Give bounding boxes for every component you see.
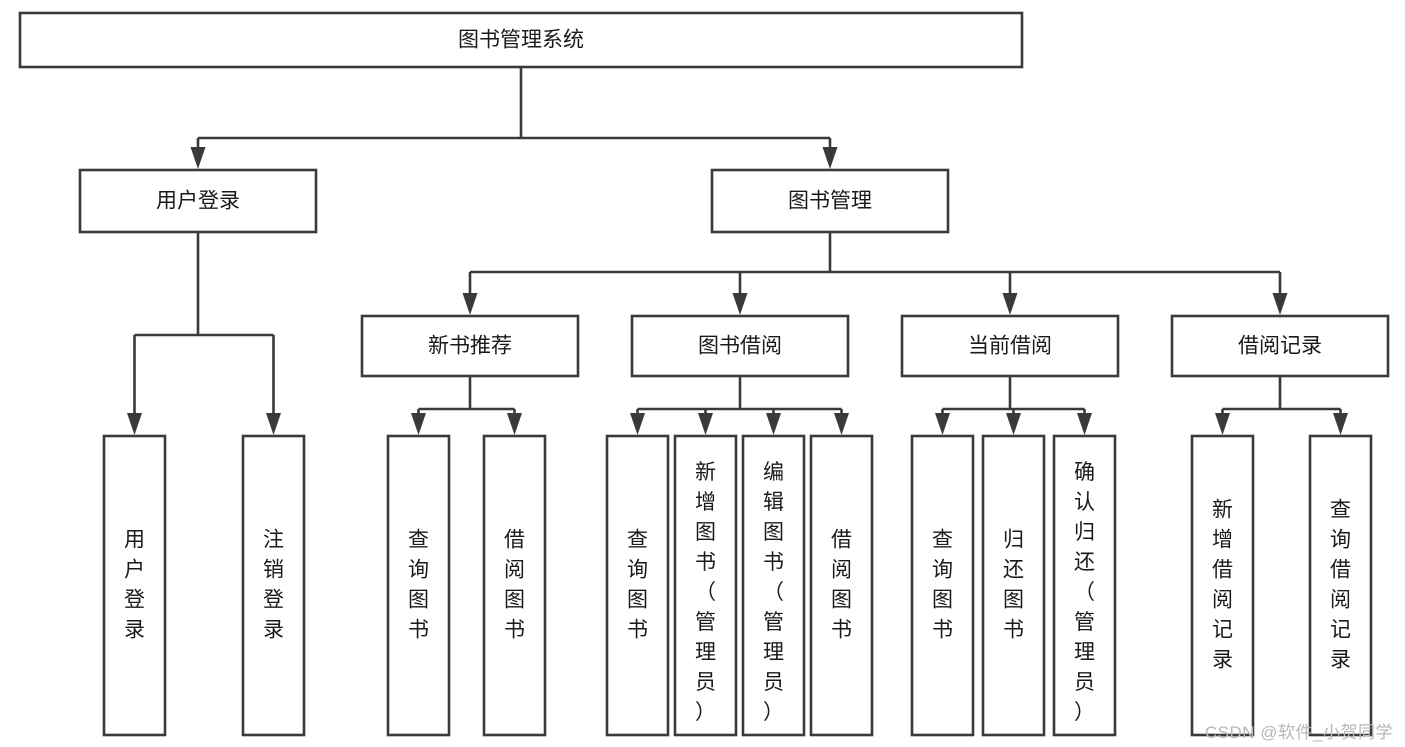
node-layer: 图书管理系统用户登录图书管理新书推荐图书借阅当前借阅借阅记录用户登录注销登录查询… bbox=[18, 11, 1390, 737]
arrow-head-icon bbox=[935, 413, 950, 435]
node-current-borrow[interactable]: 当前借阅 bbox=[900, 314, 1120, 378]
node-label: 借阅图书 bbox=[504, 528, 525, 641]
node-box bbox=[360, 314, 580, 378]
node-box bbox=[1170, 314, 1390, 378]
node-leaf-logout[interactable]: 注销登录 bbox=[241, 434, 306, 737]
node-leaf-return-book[interactable]: 归还图书 bbox=[981, 434, 1046, 737]
node-label: 新增图书（管理员） bbox=[695, 461, 716, 724]
node-box bbox=[981, 434, 1046, 737]
node-leaf-add-record[interactable]: 新增借阅记录 bbox=[1190, 434, 1255, 737]
node-leaf-confirm-return[interactable]: 确认归还（管理员） bbox=[1052, 434, 1117, 737]
node-label: 确认归还（管理员） bbox=[1074, 461, 1095, 724]
node-box bbox=[1052, 434, 1117, 737]
arrow-head-icon bbox=[507, 413, 522, 435]
node-leaf-query-book-bb[interactable]: 查询图书 bbox=[605, 434, 670, 737]
node-label: 当前借阅 bbox=[968, 335, 1052, 358]
edge-group-book-borrow bbox=[630, 376, 849, 435]
edge-group-current-borrow bbox=[935, 376, 1092, 435]
node-box bbox=[710, 168, 950, 234]
node-label: 新增借阅记录 bbox=[1212, 498, 1233, 671]
node-label: 查询借阅记录 bbox=[1330, 498, 1351, 671]
arrow-head-icon bbox=[698, 413, 713, 435]
node-box bbox=[102, 434, 167, 737]
node-label: 用户登录 bbox=[156, 190, 240, 213]
arrow-head-icon bbox=[190, 147, 206, 169]
node-label: 查询图书 bbox=[408, 528, 429, 641]
edge-group-user-login bbox=[127, 232, 281, 435]
node-new-book-rec[interactable]: 新书推荐 bbox=[360, 314, 580, 378]
arrow-head-icon bbox=[127, 413, 142, 435]
node-box bbox=[18, 11, 1024, 69]
node-leaf-borrow-book-bb[interactable]: 借阅图书 bbox=[809, 434, 874, 737]
arrow-head-icon bbox=[834, 413, 849, 435]
arrow-head-icon bbox=[732, 293, 748, 315]
node-box bbox=[1308, 434, 1373, 737]
node-box bbox=[900, 314, 1120, 378]
node-leaf-query-book-rec[interactable]: 查询图书 bbox=[386, 434, 451, 737]
node-label: 新书推荐 bbox=[428, 335, 512, 358]
edge-group-new-book-rec bbox=[411, 376, 522, 435]
node-box bbox=[386, 434, 451, 737]
node-borrow-record[interactable]: 借阅记录 bbox=[1170, 314, 1390, 378]
node-leaf-edit-book[interactable]: 编辑图书（管理员） bbox=[741, 434, 806, 737]
connector-layer bbox=[127, 67, 1348, 435]
edge-group-borrow-record bbox=[1215, 376, 1348, 435]
node-box bbox=[741, 434, 806, 737]
node-label: 借阅图书 bbox=[831, 528, 852, 641]
arrow-head-icon bbox=[1006, 413, 1021, 435]
node-box bbox=[630, 314, 850, 378]
node-leaf-add-book[interactable]: 新增图书（管理员） bbox=[673, 434, 738, 737]
node-label: 借阅记录 bbox=[1238, 335, 1322, 358]
node-label: 图书管理 bbox=[788, 190, 872, 213]
arrow-head-icon bbox=[266, 413, 281, 435]
node-leaf-query-record[interactable]: 查询借阅记录 bbox=[1308, 434, 1373, 737]
node-leaf-query-book-cb[interactable]: 查询图书 bbox=[910, 434, 975, 737]
node-label: 编辑图书（管理员） bbox=[763, 461, 784, 724]
node-book-borrow[interactable]: 图书借阅 bbox=[630, 314, 850, 378]
arrow-head-icon bbox=[766, 413, 781, 435]
edge-group-root bbox=[190, 67, 838, 169]
node-box bbox=[673, 434, 738, 737]
node-box bbox=[605, 434, 670, 737]
node-box bbox=[241, 434, 306, 737]
node-box bbox=[1190, 434, 1255, 737]
arrow-head-icon bbox=[1272, 293, 1288, 315]
node-label: 用户登录 bbox=[124, 528, 145, 641]
node-root[interactable]: 图书管理系统 bbox=[18, 11, 1024, 69]
arrow-head-icon bbox=[1333, 413, 1348, 435]
node-label: 查询图书 bbox=[627, 528, 648, 641]
node-label: 归还图书 bbox=[1003, 528, 1024, 641]
node-label: 图书管理系统 bbox=[458, 29, 584, 52]
node-book-manage[interactable]: 图书管理 bbox=[710, 168, 950, 234]
node-user-login[interactable]: 用户登录 bbox=[78, 168, 318, 234]
node-label: 注销登录 bbox=[263, 528, 284, 641]
node-label: 图书借阅 bbox=[698, 335, 782, 358]
node-box bbox=[809, 434, 874, 737]
node-leaf-borrow-book-rec[interactable]: 借阅图书 bbox=[482, 434, 547, 737]
edge-group-book-manage bbox=[462, 232, 1288, 315]
node-leaf-user-login[interactable]: 用户登录 bbox=[102, 434, 167, 737]
arrow-head-icon bbox=[822, 147, 838, 169]
arrow-head-icon bbox=[1215, 413, 1230, 435]
node-box bbox=[78, 168, 318, 234]
node-box bbox=[482, 434, 547, 737]
arrow-head-icon bbox=[462, 293, 478, 315]
arrow-head-icon bbox=[411, 413, 426, 435]
arrow-head-icon bbox=[630, 413, 645, 435]
node-label: 查询图书 bbox=[932, 528, 953, 641]
node-box bbox=[910, 434, 975, 737]
arrow-head-icon bbox=[1077, 413, 1092, 435]
arrow-head-icon bbox=[1002, 293, 1018, 315]
